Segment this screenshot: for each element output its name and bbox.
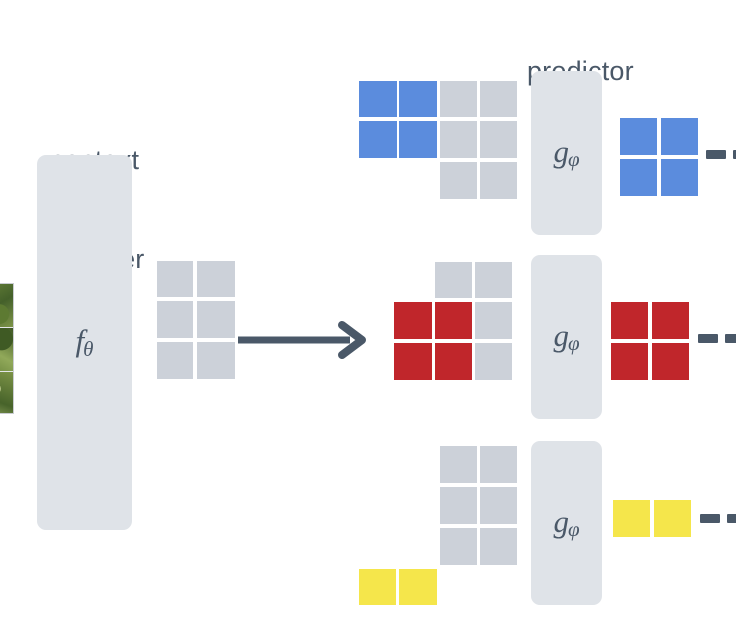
context-encoder-symbol-base: f: [75, 323, 85, 359]
red-target-cell: [435, 343, 472, 380]
yellow-target-mask-grid: [359, 446, 517, 605]
blue-target-cell: [399, 121, 437, 158]
blue-context-cell: [480, 121, 517, 158]
blue-context-cell: [480, 162, 517, 199]
predictor-module-yellow[interactable]: gφ: [531, 441, 602, 605]
yellow-target-cell: [399, 569, 437, 605]
red-context-cell: [475, 262, 512, 298]
blue-context-cell: [440, 81, 477, 117]
red-context-cell: [435, 262, 472, 298]
blue-row-dash: [706, 150, 726, 159]
yellow-context-cell: [440, 487, 477, 524]
input-image-tile: [0, 328, 13, 372]
red-prediction-cell: [652, 302, 689, 339]
blue-target-cell: [399, 81, 437, 117]
yellow-context-cell: [440, 446, 477, 483]
blue-prediction-patch: [620, 118, 698, 196]
red-target-cell: [394, 302, 432, 339]
red-context-cell: [475, 302, 512, 339]
context-token-cell: [197, 301, 235, 338]
context-token-cell: [157, 301, 193, 338]
blue-row-dash: [733, 150, 736, 159]
blue-context-cell: [480, 81, 517, 117]
blue-prediction-cell: [661, 159, 698, 196]
predictor-module-blue[interactable]: gφ: [531, 71, 602, 235]
context-token-grid: [157, 261, 235, 379]
input-image-tile: [0, 284, 13, 328]
predictor-symbol: gφ: [553, 320, 579, 355]
blue-prediction-cell: [620, 118, 657, 155]
predictor-module-red[interactable]: gφ: [531, 255, 602, 419]
predictor-symbol: gφ: [553, 506, 579, 541]
red-context-cell: [475, 343, 512, 380]
context-token-cell: [197, 342, 235, 379]
context-token-cell: [157, 342, 193, 379]
red-prediction-cell: [652, 343, 689, 380]
yellow-context-cell: [440, 528, 477, 565]
blue-prediction-cell: [661, 118, 698, 155]
predictor-symbol-subscript: φ: [567, 147, 580, 172]
blue-context-cell: [440, 162, 477, 199]
yellow-prediction-cell: [613, 500, 650, 537]
yellow-target-cell: [359, 569, 396, 605]
red-row-dash: [698, 334, 718, 343]
predictor-symbol-base: g: [553, 133, 569, 169]
context-encoder-module[interactable]: fθ: [37, 155, 132, 530]
predictor-symbol-base: g: [553, 503, 569, 539]
blue-prediction-cell: [620, 159, 657, 196]
input-image-tile: [0, 372, 13, 413]
red-prediction-cell: [611, 343, 648, 380]
red-prediction-cell: [611, 302, 648, 339]
predictor-symbol-base: g: [553, 317, 569, 353]
context-encoder-symbol-subscript: θ: [83, 336, 94, 361]
predictor-symbol-subscript: φ: [567, 517, 580, 542]
context-token-cell: [157, 261, 193, 297]
yellow-context-cell: [480, 487, 517, 524]
red-prediction-patch: [611, 302, 689, 380]
context-token-cell: [197, 261, 235, 297]
red-target-mask-grid: [394, 262, 512, 380]
red-target-cell: [435, 302, 472, 339]
yellow-row-dash: [700, 514, 720, 523]
blue-target-cell: [359, 121, 397, 158]
predictor-symbol: gφ: [553, 136, 579, 171]
blue-context-cell: [440, 121, 477, 158]
yellow-prediction-patch: [613, 500, 691, 537]
context-to-targets-arrow: [238, 321, 366, 359]
blue-target-cell: [359, 81, 397, 117]
red-target-cell: [394, 343, 432, 380]
yellow-context-cell: [480, 528, 517, 565]
predictor-symbol-subscript: φ: [567, 331, 580, 356]
context-encoder-symbol: fθ: [76, 325, 94, 360]
yellow-prediction-cell: [654, 500, 691, 537]
blue-target-mask-grid: [359, 81, 517, 199]
yellow-context-cell: [480, 446, 517, 483]
yellow-row-dash: [727, 514, 736, 523]
red-row-dash: [725, 334, 736, 343]
input-image-thumbnail: [0, 283, 14, 414]
